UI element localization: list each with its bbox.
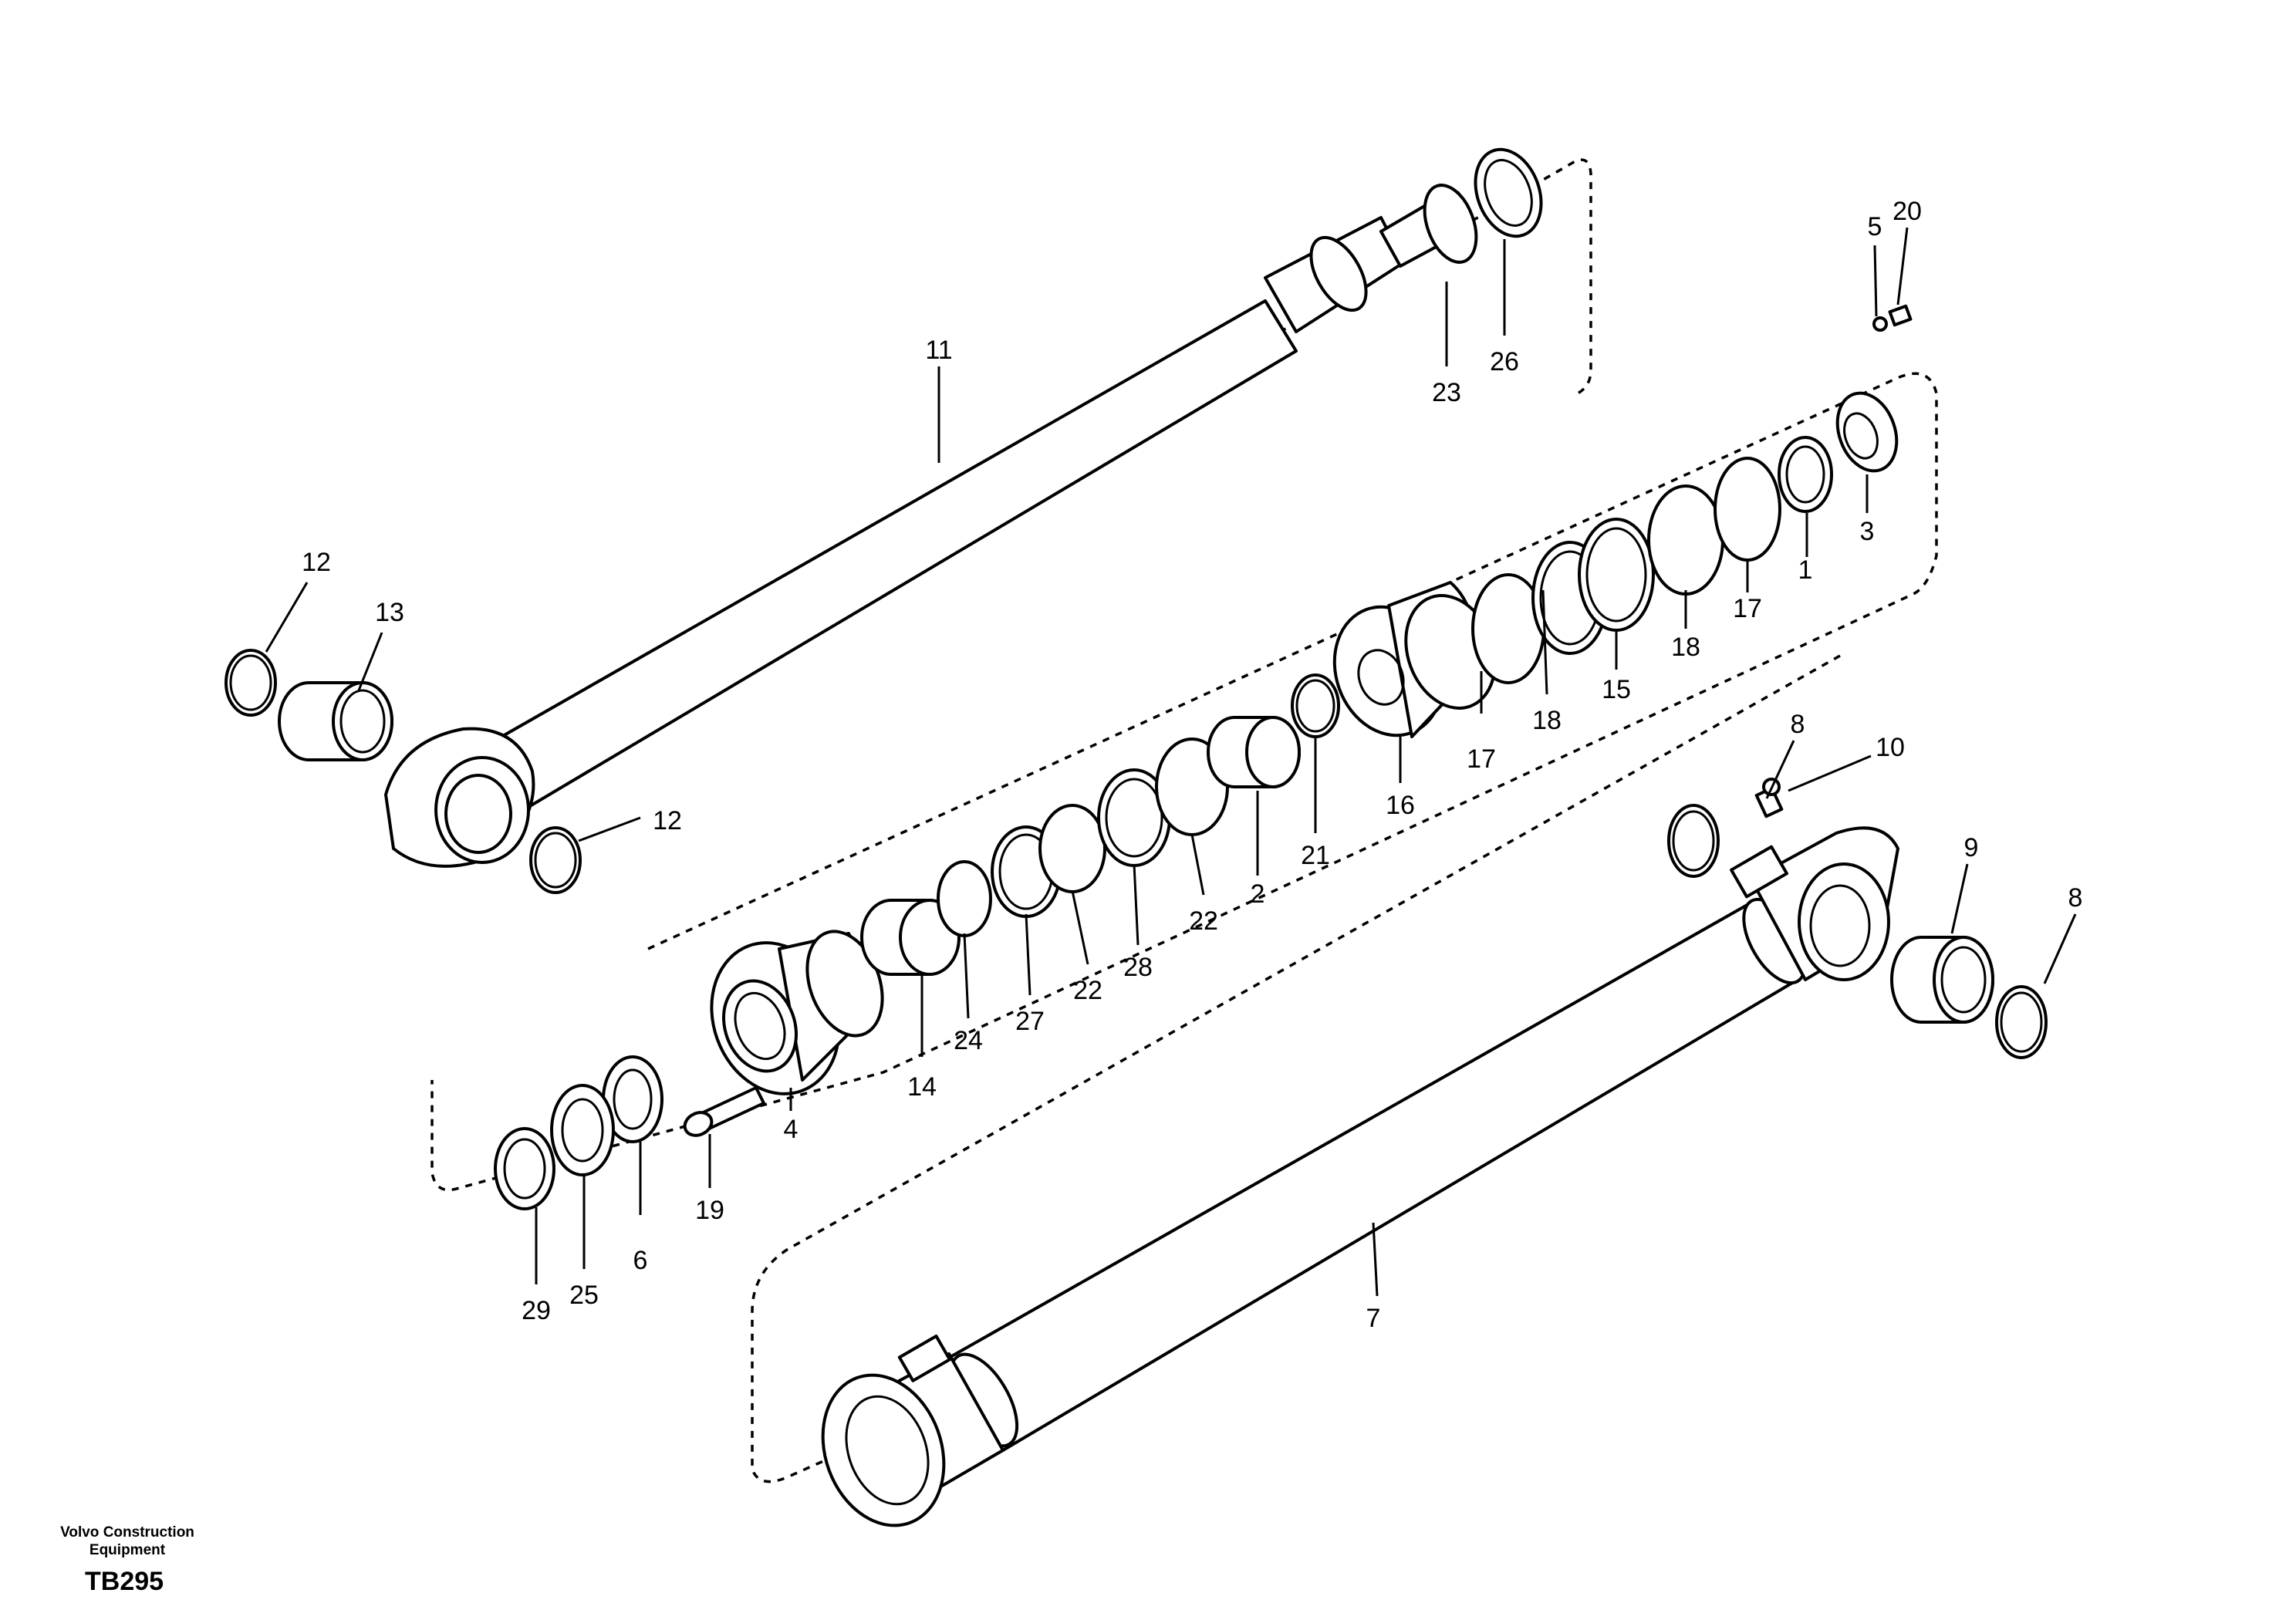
rod-end-rings (1423, 147, 1543, 264)
cylinder-tube (947, 826, 1899, 1452)
callout-20: 20 (1893, 197, 1922, 226)
callout-11: 11 (925, 336, 952, 365)
piston-nut (1835, 391, 1899, 473)
grease-nipple (1754, 778, 1784, 818)
callout-4: 4 (784, 1115, 799, 1144)
callout-14: 14 (907, 1072, 937, 1102)
set-screw-and-ball (1872, 304, 1913, 332)
tube-seal-rings (1667, 804, 2048, 1059)
drawing-footer: Volvo Construction Equipment TB295 (31, 1524, 224, 1597)
callout-23: 23 (1432, 378, 1461, 407)
tube-bushing (1890, 936, 1994, 1024)
rod-eye (384, 727, 535, 868)
callout-25: 25 (569, 1281, 599, 1310)
piston-rod-group-outline (485, 158, 1592, 792)
callout-18b: 18 (1671, 633, 1700, 662)
callout-17a: 17 (1467, 744, 1496, 774)
callout-21: 21 (1301, 841, 1330, 870)
callout-8a: 8 (1791, 710, 1805, 739)
cylinder-head-end (821, 1335, 1004, 1527)
callout-8b: 8 (2068, 883, 2083, 913)
drawing-code: TB295 (85, 1567, 164, 1596)
callout-22b: 22 (1073, 976, 1102, 1005)
cylinder-head (710, 930, 884, 1095)
callout-16: 16 (1386, 791, 1415, 820)
leader-lines (265, 227, 2077, 1297)
callout-12a: 12 (302, 548, 331, 577)
rod-seal-set (937, 737, 1229, 937)
callout-2: 2 (1251, 879, 1265, 909)
head-seal-rings (494, 1055, 663, 1210)
callout-22a: 22 (1189, 906, 1218, 936)
callout-5: 5 (1868, 212, 1882, 241)
callout-labels: 1 2 3 4 5 6 7 8 8 9 10 11 12 12 13 14 15… (302, 197, 2082, 1333)
callout-3: 3 (1860, 517, 1875, 546)
cylinder-tube-group-outline (751, 654, 1841, 1483)
callout-17b: 17 (1733, 594, 1762, 623)
rod-eye-seal-rings (225, 649, 582, 894)
rod-eye-bushing (278, 681, 393, 761)
small-o-ring (1291, 673, 1340, 738)
callout-1: 1 (1798, 555, 1813, 585)
callout-12b: 12 (653, 806, 682, 835)
callout-9: 9 (1964, 833, 1979, 862)
company-name-line1: Volvo Construction (60, 1524, 194, 1541)
piston-ring-set (1471, 436, 1833, 684)
head-bolt (683, 1086, 765, 1137)
callout-24: 24 (954, 1026, 983, 1055)
callout-26: 26 (1490, 347, 1519, 376)
callout-6: 6 (633, 1246, 648, 1275)
callout-29: 29 (522, 1296, 551, 1325)
callout-18a: 18 (1532, 706, 1562, 735)
seal-kit-group-outline (430, 372, 1938, 1192)
company-name-line2: Equipment (89, 1542, 166, 1558)
callout-7: 7 (1366, 1304, 1381, 1333)
callout-19: 19 (695, 1196, 724, 1225)
callout-27: 27 (1015, 1007, 1045, 1036)
callout-10: 10 (1876, 733, 1905, 762)
piston-nut-collar (1207, 716, 1301, 788)
callout-15: 15 (1602, 675, 1631, 704)
callout-28: 28 (1123, 953, 1153, 982)
callout-13: 13 (375, 598, 404, 627)
